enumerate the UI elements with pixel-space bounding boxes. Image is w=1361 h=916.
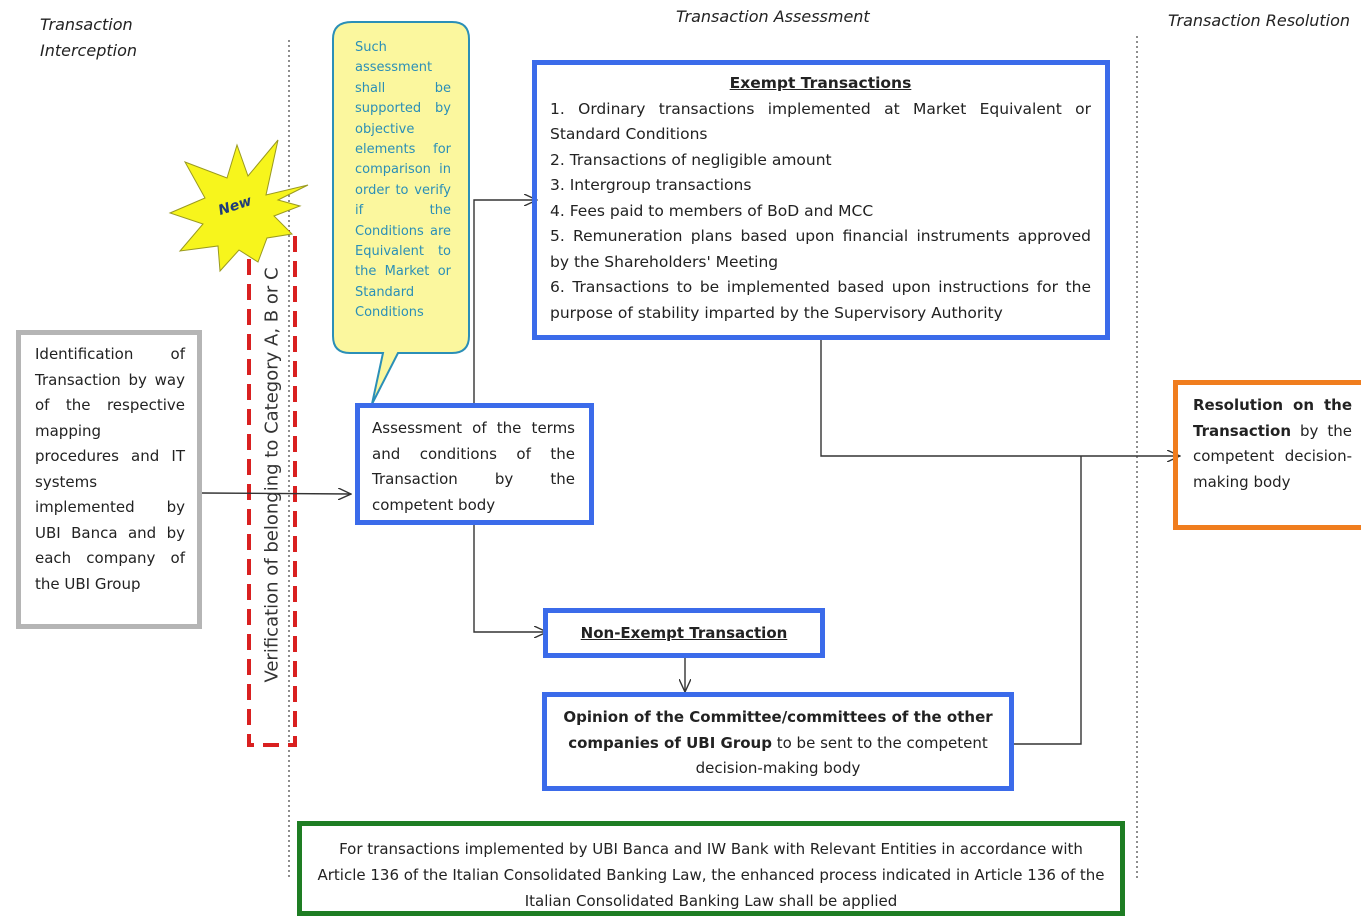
resolution-box: Resolution on the Transaction by the com… xyxy=(1173,380,1361,530)
exempt-item: 6. Transactions to be implemented based … xyxy=(550,278,1091,322)
footer-note-text: For transactions implemented by UBI Banc… xyxy=(317,840,1105,910)
exempt-item: 1. Ordinary transactions implemented at … xyxy=(550,99,1091,144)
resolution-bold: Resolution on the Transaction xyxy=(1193,396,1352,440)
assessment-text: Assessment of the terms and conditions o… xyxy=(372,419,575,514)
exempt-item: 2. Transactions of negligible amount xyxy=(550,150,832,169)
opinion-rest: to be sent to the competent decision-mak… xyxy=(695,733,988,778)
header-assessment: Transaction Assessment xyxy=(676,7,870,26)
exempt-title: Exempt Transactions xyxy=(729,74,912,92)
new-starburst xyxy=(168,139,309,273)
header-interception-line2: Interception xyxy=(40,41,137,60)
callout-bubble xyxy=(332,21,470,405)
opinion-box: Opinion of the Committee/committees of t… xyxy=(542,692,1014,791)
resolution-rest: by the competent decision-making body xyxy=(1193,421,1352,491)
assessment-box: Assessment of the terms and conditions o… xyxy=(355,403,594,525)
exempt-item: 4. Fees paid to members of BoD and MCC xyxy=(550,201,874,220)
non-exempt-box: Non-Exempt Transaction xyxy=(543,608,825,658)
header-interception: Transaction Interception xyxy=(40,12,137,64)
identification-text: Identification of Transaction by way of … xyxy=(35,345,185,593)
non-exempt-title: Non-Exempt Transaction xyxy=(580,624,788,642)
header-resolution: Transaction Resolution xyxy=(1168,11,1351,30)
footer-note-box: For transactions implemented by UBI Banc… xyxy=(297,821,1125,916)
header-interception-line1: Transaction xyxy=(40,15,133,34)
category-verification-label: Verification of belonging to Category A,… xyxy=(261,267,283,683)
exempt-item: 5. Remuneration plans based upon financi… xyxy=(550,227,1091,271)
category-box xyxy=(247,230,297,747)
identification-box: Identification of Transaction by way of … xyxy=(16,330,202,629)
opinion-bold: Opinion of the Committee/committees of t… xyxy=(563,708,993,752)
callout-text: Such assessment shall be supported by ob… xyxy=(355,40,451,321)
exempt-item: 3. Intergroup transactions xyxy=(550,176,752,194)
exempt-transactions-box: Exempt Transactions 1. Ordinary transact… xyxy=(532,60,1110,340)
